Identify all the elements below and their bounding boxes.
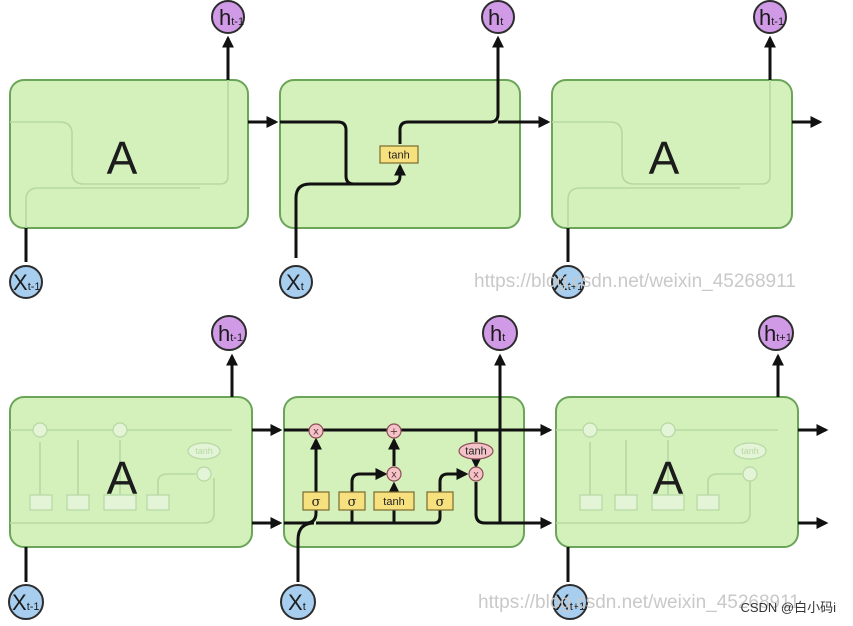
svg-text:+: +	[390, 427, 398, 438]
svg-text:Xt-1: Xt-1	[12, 590, 40, 615]
input-multiply-op: x	[386, 466, 402, 482]
svg-text:σ: σ	[348, 495, 357, 510]
cell-label: A	[649, 132, 680, 184]
svg-text:Xt-1: Xt-1	[13, 270, 41, 295]
cell-label: A	[653, 452, 684, 504]
lstm-row: tanh A tanh A	[8, 315, 829, 620]
watermark-top: https://blog.csdn.net/weixin_45268911	[474, 271, 796, 292]
input-gate-to-mul	[350, 468, 388, 492]
input-node-next: Xt+1	[551, 265, 585, 299]
input-node-prev: Xt-1	[9, 265, 43, 299]
svg-text:x: x	[313, 427, 319, 438]
svg-text:Xt+1: Xt+1	[553, 270, 583, 295]
input-node-prev: Xt-1	[8, 584, 44, 620]
svg-text:x: x	[473, 470, 479, 481]
tanh-layer: tanh	[379, 145, 419, 164]
svg-text:ht-1: ht-1	[218, 321, 243, 346]
csdn-credit: CSDN @白小码i	[740, 600, 836, 615]
concat-bus	[316, 510, 442, 525]
hidden-node-next: ht-1	[753, 0, 787, 34]
candidate-tanh-layer: tanh	[373, 491, 415, 511]
svg-text:Xt: Xt	[288, 590, 306, 615]
tanh-pointwise-op: tanh	[458, 442, 494, 460]
input-node-current: Xt	[280, 584, 316, 620]
svg-text:ht-1: ht-1	[219, 5, 244, 30]
input-in	[296, 521, 315, 582]
svg-text:Xt: Xt	[286, 270, 304, 295]
watermark-bottom: https://blog.csdn.net/weixin_45268911	[478, 592, 800, 613]
input-into-tanh	[294, 182, 392, 258]
lstm-cell-next: tanh A	[555, 396, 799, 548]
cell-label: A	[107, 452, 138, 504]
state-into-tanh	[280, 120, 406, 186]
input-node-current: Xt	[279, 265, 313, 299]
rnn-row: A A tanh ht-1	[9, 0, 823, 299]
hidden-node-prev: ht-1	[211, 0, 245, 34]
rnn-cell-next: A	[551, 79, 793, 229]
hidden-node-next: ht+1	[758, 315, 794, 351]
svg-text:σ: σ	[436, 495, 445, 510]
gate-feeds	[350, 510, 396, 523]
svg-text:x: x	[391, 470, 397, 481]
output-gate-layer: σ	[426, 491, 454, 511]
svg-text:ht: ht	[490, 321, 505, 346]
output-multiply-op: x	[468, 466, 484, 482]
tanh-out	[398, 80, 500, 144]
hidden-node-prev: ht-1	[211, 315, 247, 351]
lstm-cell-prev: tanh A	[9, 396, 253, 548]
svg-text:Xt+1: Xt+1	[555, 590, 585, 615]
hidden-node-current: ht	[481, 0, 515, 34]
input-node-next: Xt+1	[552, 584, 588, 620]
cell-label: A	[107, 132, 138, 184]
svg-text:ht+1: ht+1	[764, 321, 792, 346]
hidden-node-current: ht	[482, 315, 518, 351]
add-op: +	[386, 423, 402, 439]
svg-text:tanh: tanh	[465, 446, 486, 458]
svg-text:tanh: tanh	[383, 496, 404, 508]
rnn-cell-prev: A	[9, 79, 249, 229]
out-mul-to-h	[474, 482, 492, 525]
forget-gate-layer: σ	[302, 491, 330, 511]
svg-text:tanh: tanh	[388, 150, 409, 162]
svg-text:ht: ht	[488, 5, 503, 30]
input-gate-layer: σ	[338, 491, 366, 511]
svg-text:ht-1: ht-1	[759, 5, 784, 30]
svg-text:σ: σ	[312, 495, 321, 510]
output-gate-to-mul	[438, 468, 469, 492]
svg-text:tanh: tanh	[741, 446, 759, 456]
forget-multiply-op: x	[308, 423, 324, 439]
svg-text:tanh: tanh	[195, 446, 213, 456]
